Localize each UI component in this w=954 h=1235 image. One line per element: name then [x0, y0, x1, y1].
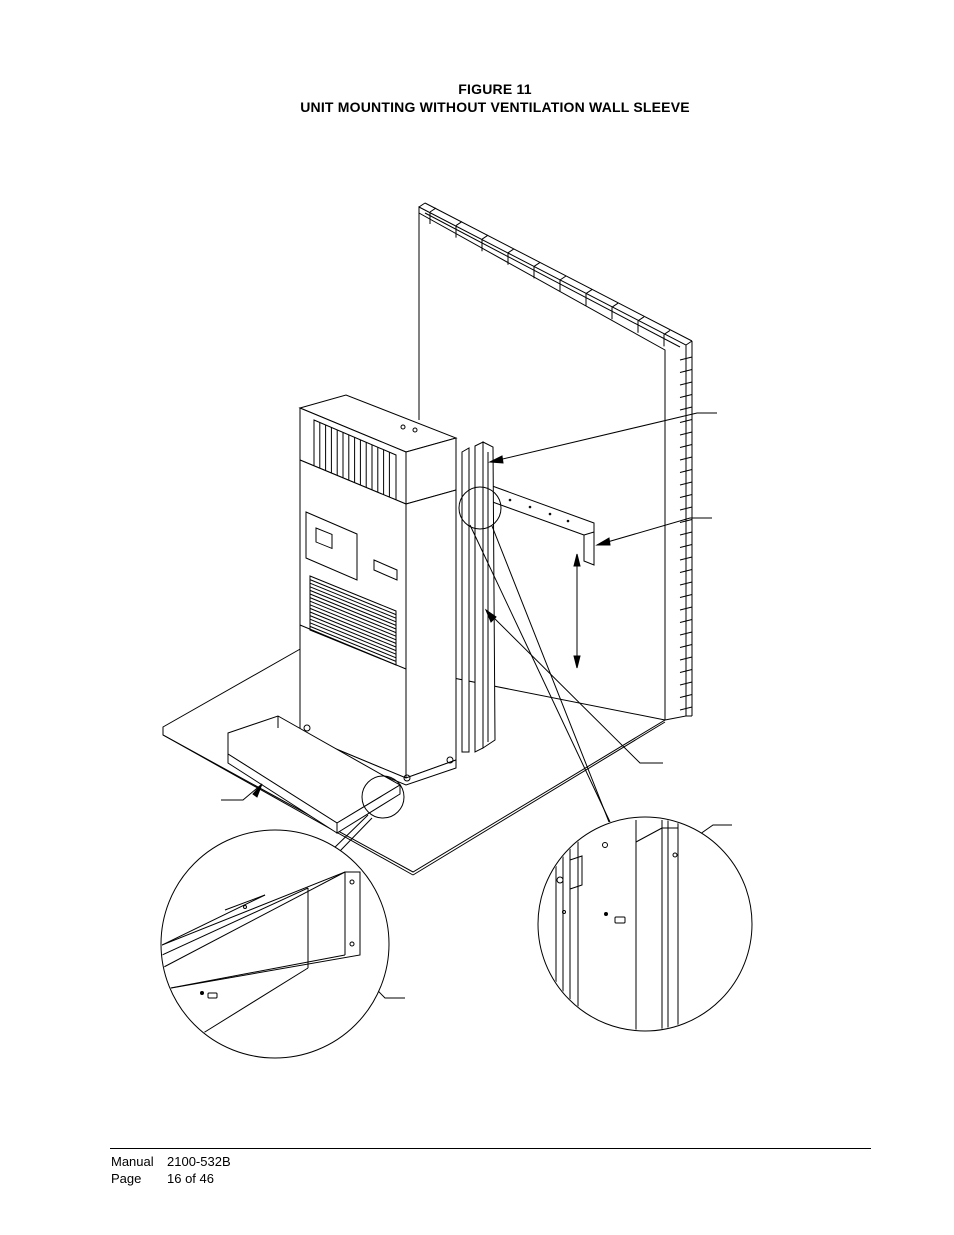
figure-number: FIGURE 11	[458, 81, 532, 97]
ac-unit	[298, 394, 458, 786]
figure-caption: UNIT MOUNTING WITHOUT VENTILATION WALL S…	[300, 99, 690, 115]
detail-side-trim	[537, 816, 753, 1032]
detail-tray-corner	[160, 829, 390, 1059]
footer-manual-value: 2100-532B	[167, 1154, 231, 1169]
footer-page: Page 16 of 46	[111, 1171, 214, 1186]
wall-bracket	[483, 482, 595, 566]
detail-marker-tray	[361, 775, 405, 819]
footer-manual-label: Manual	[111, 1154, 154, 1169]
wall-studs-side	[679, 356, 693, 711]
footer-page-label: Page	[111, 1171, 142, 1186]
footer-rule	[110, 1148, 871, 1149]
footer-page-value: 16 of 46	[167, 1171, 214, 1186]
wall-studs-top	[429, 207, 671, 347]
wall-panel	[418, 202, 693, 721]
footer-manual: Manual 2100-532B	[111, 1154, 231, 1169]
side-trim	[461, 441, 496, 753]
drain-tray	[227, 715, 401, 834]
dimension-arrow	[573, 553, 581, 669]
detail-marker-wall	[458, 486, 502, 530]
